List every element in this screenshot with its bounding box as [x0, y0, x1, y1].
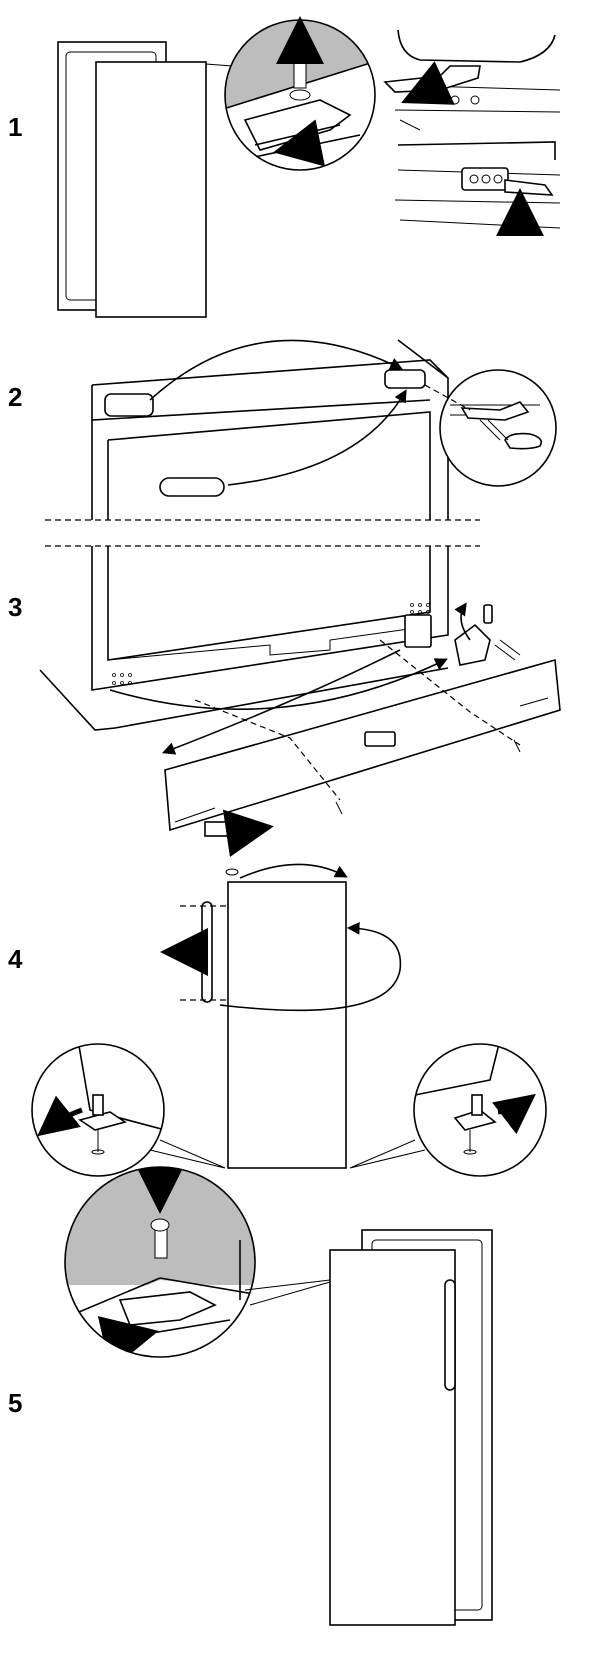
step4-zoom-right: [349, 1043, 547, 1177]
step5-hinge-zoom: [64, 1166, 331, 1358]
step-number-5: 5: [8, 1388, 23, 1418]
step1-hinge-detail-top: [383, 29, 561, 131]
step1-cabinet: [57, 41, 207, 318]
step-number-1: 1: [8, 112, 23, 142]
step2-handle-zoom: [424, 369, 557, 487]
step2-cabinet-top: [91, 339, 449, 520]
step4-zoom-left: [31, 1043, 226, 1177]
step3-kickplate: [109, 639, 561, 858]
step-number-3: 3: [8, 592, 23, 622]
step3-hinge-bracket: [454, 602, 521, 666]
step3-cabinet-bottom: [39, 546, 449, 731]
step1-hinge-zoom: [205, 16, 376, 171]
step1-hinge-detail-bottom: [394, 141, 561, 236]
step-number-2: 2: [8, 382, 23, 412]
step4-door: [160, 863, 402, 1169]
step-number-4: 4: [8, 944, 23, 974]
step5-cabinet: [329, 1229, 493, 1626]
